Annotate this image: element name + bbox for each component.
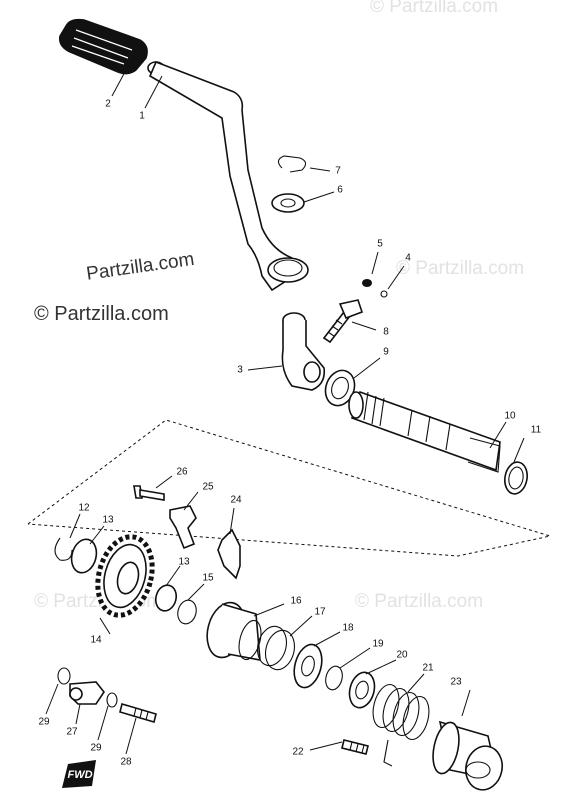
callout-24: 24 (230, 495, 242, 506)
callout-29a: 29 (38, 717, 50, 728)
ratchet-wheel (206, 601, 262, 661)
pin-28 (119, 702, 157, 724)
plate-25 (169, 505, 197, 550)
washer-11 (504, 461, 528, 495)
callout-1: 1 (139, 111, 145, 122)
callout-20: 20 (396, 650, 408, 661)
callout-3: 3 (237, 365, 243, 376)
callout-13a: 13 (102, 515, 114, 526)
callout-4: 4 (405, 253, 411, 264)
callout-7: 7 (335, 166, 341, 177)
circlip-15 (177, 599, 197, 625)
nut (362, 279, 372, 287)
callout-6: 6 (337, 185, 343, 196)
spring-17 (256, 625, 296, 671)
callout-12: 12 (78, 503, 90, 514)
callout-19: 19 (372, 639, 384, 650)
callout-8: 8 (383, 327, 389, 338)
callout-10: 10 (504, 411, 516, 422)
torsion-spring (372, 683, 430, 767)
washer-18 (293, 643, 323, 689)
circlip-19 (325, 665, 343, 691)
callout-15: 15 (202, 573, 214, 584)
watermark-left-mid: © Partzilla.com (34, 303, 169, 325)
kick-axle (348, 390, 501, 473)
pinch-bolt (322, 299, 364, 344)
leader-lines (45, 69, 525, 755)
kick-gear (95, 534, 155, 618)
callout-2: 2 (105, 99, 111, 110)
callout-9: 9 (383, 347, 389, 358)
watermark-right-mid: © Partzilla.com (396, 258, 525, 279)
callout-25: 25 (202, 482, 214, 493)
callout-27: 27 (66, 727, 78, 738)
callout-23: 23 (450, 677, 462, 688)
spring-guide (348, 671, 376, 709)
callout-22: 22 (292, 747, 304, 758)
spring-cover (432, 720, 503, 791)
callout-18: 18 (342, 623, 354, 634)
callout-5: 5 (377, 239, 383, 250)
assembly-outline (27, 419, 552, 557)
washer-13a (70, 538, 98, 574)
pin-22 (341, 739, 369, 755)
fwd-badge-text: FWD (67, 769, 92, 781)
callout-11: 11 (531, 425, 542, 436)
watermark-lower-right: © Partzilla.com (355, 591, 484, 612)
callout-13b: 13 (178, 557, 190, 568)
watermark-top-right: © Partzilla.com (370, 0, 499, 17)
callout-26: 26 (176, 467, 188, 478)
callout-14: 14 (90, 635, 102, 646)
circlip-12 (54, 537, 73, 561)
kick-pedal-rubber (58, 18, 148, 75)
callout-21: 21 (422, 663, 434, 674)
stopper (57, 667, 118, 708)
callout-16: 16 (290, 596, 302, 607)
callout-labels: 1 2 3 4 5 6 7 8 9 10 11 12 13 13 14 15 1… (38, 99, 541, 768)
bolt-26 (133, 485, 165, 501)
fwd-badge: FWD (62, 760, 96, 788)
washer-13b (154, 584, 178, 612)
steel-ball (380, 290, 388, 298)
callout-17: 17 (314, 607, 326, 618)
callout-29b: 29 (90, 743, 102, 754)
clip-24 (217, 528, 241, 580)
kick-crank-lever (147, 60, 309, 292)
circlip (277, 155, 307, 173)
washer-6 (271, 193, 305, 213)
callout-28: 28 (120, 757, 132, 768)
kick-boss (281, 312, 326, 391)
